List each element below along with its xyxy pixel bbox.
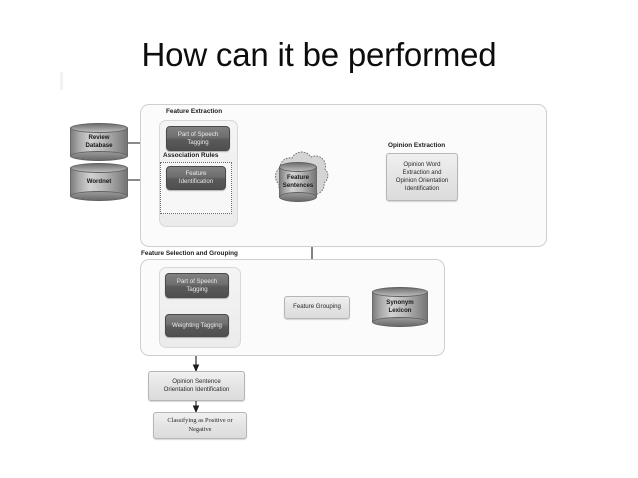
opinion-word-extraction-node[interactable]: Opinion Word Extraction and Opinion Orie… [386,153,458,201]
pos-tagging-selection-node[interactable]: Part of Speech Tagging [165,273,229,298]
review-database-label: Review Database [70,123,128,161]
review-database-text: Review Database [85,134,113,149]
cylinder-bottom [372,317,428,327]
feature-extraction-panel-label: Feature Extraction [166,108,223,115]
opinion-sentence-orientation-node[interactable]: Opinion Sentence Orientation Identificat… [148,371,245,401]
weighting-tagging-label: Weighting Tagging [172,321,222,329]
opinion-sentence-orientation-label: Opinion Sentence Orientation Identificat… [163,377,230,393]
wordnet-cylinder[interactable]: Wordnet [70,163,128,201]
cylinder-top [279,162,317,172]
weighting-tagging-node[interactable]: Weighting Tagging [165,314,229,337]
cylinder-top [70,163,128,173]
feature-grouping-label: Feature Grouping [293,303,341,311]
opinion-extraction-group-label: Opinion Extraction [388,142,446,149]
synonym-lexicon-cylinder[interactable]: Synonym Lexicon [372,287,428,327]
classifying-positive-negative-label: Classifying as Positive or Negative [167,417,233,433]
opinion-word-extraction-label: Opinion Word Extraction and Opinion Orie… [395,160,449,193]
cylinder-top [70,123,128,133]
feature-sentences-label: Feature Sentences [279,162,317,202]
cylinder-bottom [279,192,317,202]
feature-selection-panel-label: Feature Selection and Grouping [141,250,238,257]
pos-tagging-selection-label: Part of Speech Tagging [176,277,218,293]
feature-sentences-cloud: Feature Sentences [262,148,332,214]
synonym-lexicon-label: Synonym Lexicon [372,287,428,327]
review-database-cylinder[interactable]: Review Database [70,123,128,161]
cylinder-body [279,167,317,197]
pos-tagging-extraction-node[interactable]: Part of Speech Tagging [166,126,230,151]
feature-sentences-cylinder[interactable]: Feature Sentences [279,162,317,202]
cylinder-bottom [70,151,128,161]
page-title: How can it be performed [141,36,497,73]
pos-tagging-extraction-label: Part of Speech Tagging [177,130,219,146]
wordnet-label: Wordnet [86,178,112,185]
feature-sentences-text: Feature Sentences [282,174,314,189]
feature-identification-label: Feature Identification [178,170,214,185]
cylinder-bottom [70,191,128,201]
feature-identification-node[interactable]: Feature Identification [166,166,226,190]
synonym-lexicon-text: Synonym Lexicon [386,299,414,314]
cylinder-top [372,287,428,297]
classifying-positive-negative-node[interactable]: Classifying as Positive or Negative [153,412,247,439]
scan-artifact [60,72,63,90]
association-rules-label: Association Rules [163,152,219,159]
feature-grouping-node[interactable]: Feature Grouping [284,296,350,319]
